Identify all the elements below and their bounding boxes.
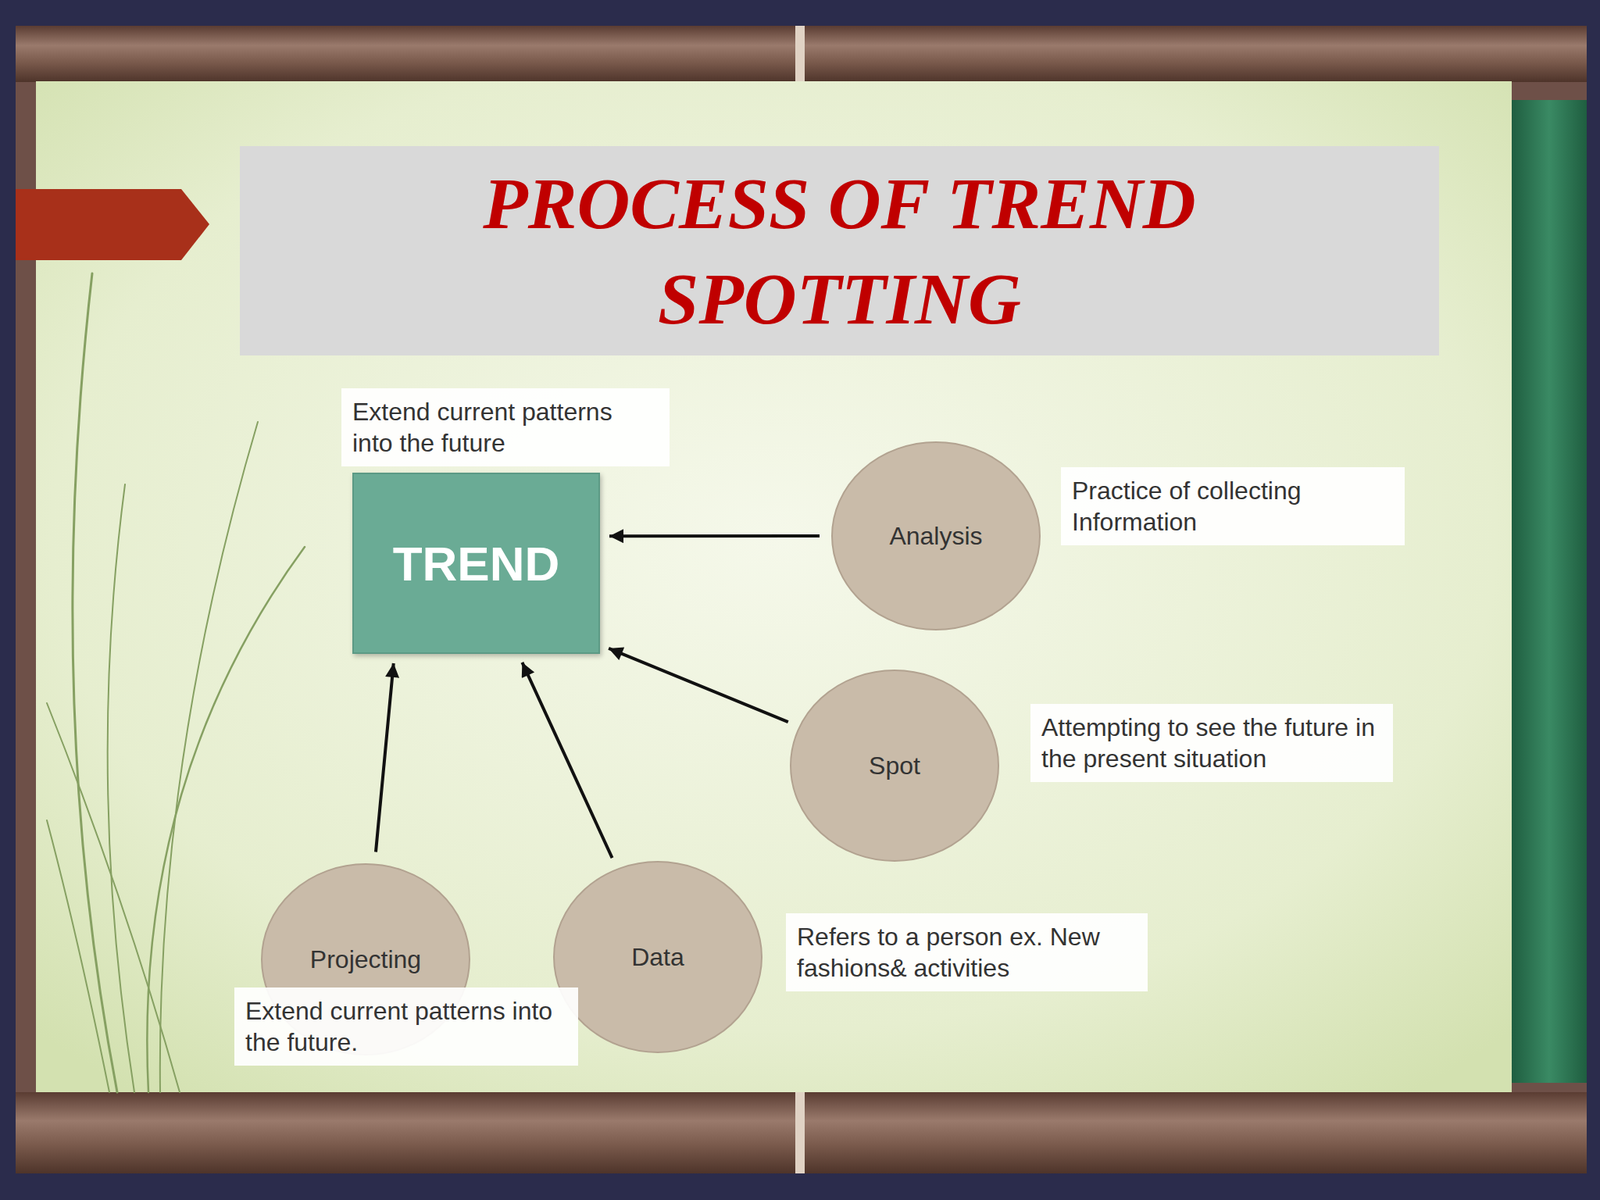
- title-banner: PROCESS OF TREND SPOTTING: [239, 146, 1440, 356]
- node-label: Data: [631, 942, 685, 972]
- description-box: Extend current patterns into the future: [341, 388, 670, 467]
- description-text: Attempting to see the future in the pres…: [1041, 711, 1383, 775]
- node-label: Analysis: [889, 521, 983, 551]
- frame-bottom-bar: [15, 1092, 1587, 1174]
- grass-blade: [46, 820, 110, 1093]
- grass-blade: [72, 273, 118, 1093]
- slide-panel: [35, 81, 1512, 1093]
- grass-blade: [107, 484, 135, 1093]
- description-box: Attempting to see the future in the pres…: [1030, 703, 1393, 783]
- arrow-connector: [521, 662, 612, 858]
- node-label: Spot: [868, 751, 921, 781]
- node-label: Projecting: [310, 945, 422, 975]
- description-text: Practice of collecting Information: [1071, 475, 1394, 538]
- stage-circle: DataRefers to a person ex. New fashions&…: [552, 860, 764, 1054]
- circle-shape: [790, 670, 999, 861]
- chalkboard-strip: [1511, 100, 1587, 1083]
- description-box: Practice of collecting Information: [1060, 467, 1405, 546]
- arrow-connector: [609, 534, 820, 538]
- trend-box: Extend current patterns into the futureT…: [352, 472, 600, 654]
- stage-circle: AnalysisPractice of collecting Informati…: [830, 440, 1042, 632]
- description-text: Refers to a person ex. New fashions& act…: [796, 921, 1137, 984]
- frame-divider: [795, 25, 805, 83]
- grass-blade: [46, 703, 180, 1093]
- description-box: Refers to a person ex. New fashions& act…: [785, 913, 1148, 992]
- description-text: Extend current patterns into the future: [352, 396, 659, 459]
- description-text: Extend current patterns into the future.: [245, 995, 568, 1058]
- node-label: TREND: [392, 535, 561, 592]
- stage-circle: SpotAttempting to see the future in the …: [789, 668, 1000, 863]
- circle-shape: [553, 861, 762, 1053]
- arrow-connector: [375, 663, 394, 853]
- arrow-connector: [608, 648, 789, 722]
- frame-divider: [795, 1092, 805, 1174]
- slide-title: PROCESS OF TREND SPOTTING: [357, 155, 1322, 347]
- frame: [15, 25, 1587, 1174]
- stage-circle: ProjectingExtend current patterns into t…: [260, 862, 472, 1057]
- frame-top-bar: [15, 25, 1587, 83]
- circle-shape: [832, 442, 1040, 630]
- description-box: Extend current patterns into the future.: [234, 987, 579, 1066]
- arrow-tab: [15, 189, 210, 261]
